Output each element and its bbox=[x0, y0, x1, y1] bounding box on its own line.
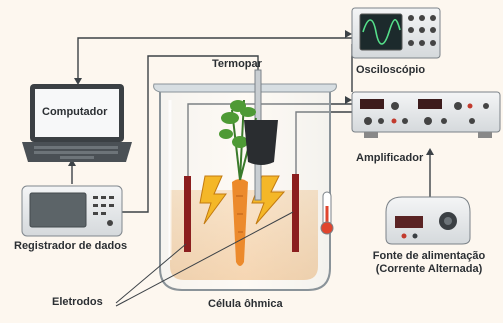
electrode-right bbox=[292, 174, 299, 252]
lightning-left-icon bbox=[199, 175, 227, 225]
power-supply-label-line1: Fonte de alimentação bbox=[372, 250, 486, 262]
carrot-holder bbox=[244, 120, 278, 165]
computer-label: Computador bbox=[42, 106, 108, 118]
carrot bbox=[219, 99, 278, 266]
electrodes-label: Eletrodos bbox=[52, 296, 103, 308]
wire-computer-oscilloscope bbox=[77, 37, 352, 78]
power-supply-label: Fonte de alimentação (Corrente Alternada… bbox=[370, 250, 488, 276]
electrode-leader-lines bbox=[115, 211, 294, 307]
arrow-to-amplifier bbox=[345, 96, 352, 104]
ohmic-cell-label: Célula ôhmica bbox=[208, 298, 283, 310]
laptop-computer bbox=[22, 84, 132, 162]
sine-wave bbox=[362, 18, 401, 45]
wire-logger-thermocouple bbox=[120, 55, 259, 213]
data-logger-device bbox=[21, 185, 123, 237]
data-logger-label: Registrador de dados bbox=[14, 240, 128, 252]
arrow-up-amplifier bbox=[426, 148, 434, 155]
amplifier-label: Amplificador bbox=[356, 152, 424, 164]
oscilloscope-device bbox=[351, 7, 441, 59]
electrodes bbox=[184, 174, 299, 252]
arrow-to-computer bbox=[74, 78, 82, 85]
arrowheads bbox=[68, 30, 434, 166]
power-supply-device bbox=[385, 196, 471, 245]
amplifier-device bbox=[351, 91, 501, 138]
arrow-to-oscilloscope bbox=[345, 30, 352, 38]
thermometer-icon bbox=[320, 191, 334, 235]
power-supply-label-line2: (Corrente Alternada) bbox=[375, 263, 483, 276]
oscilloscope-label: Osciloscópio bbox=[356, 64, 426, 76]
electrode-left bbox=[184, 176, 191, 252]
arrow-up-computer bbox=[68, 159, 76, 166]
thermocouple-label: Termopar bbox=[212, 58, 262, 70]
